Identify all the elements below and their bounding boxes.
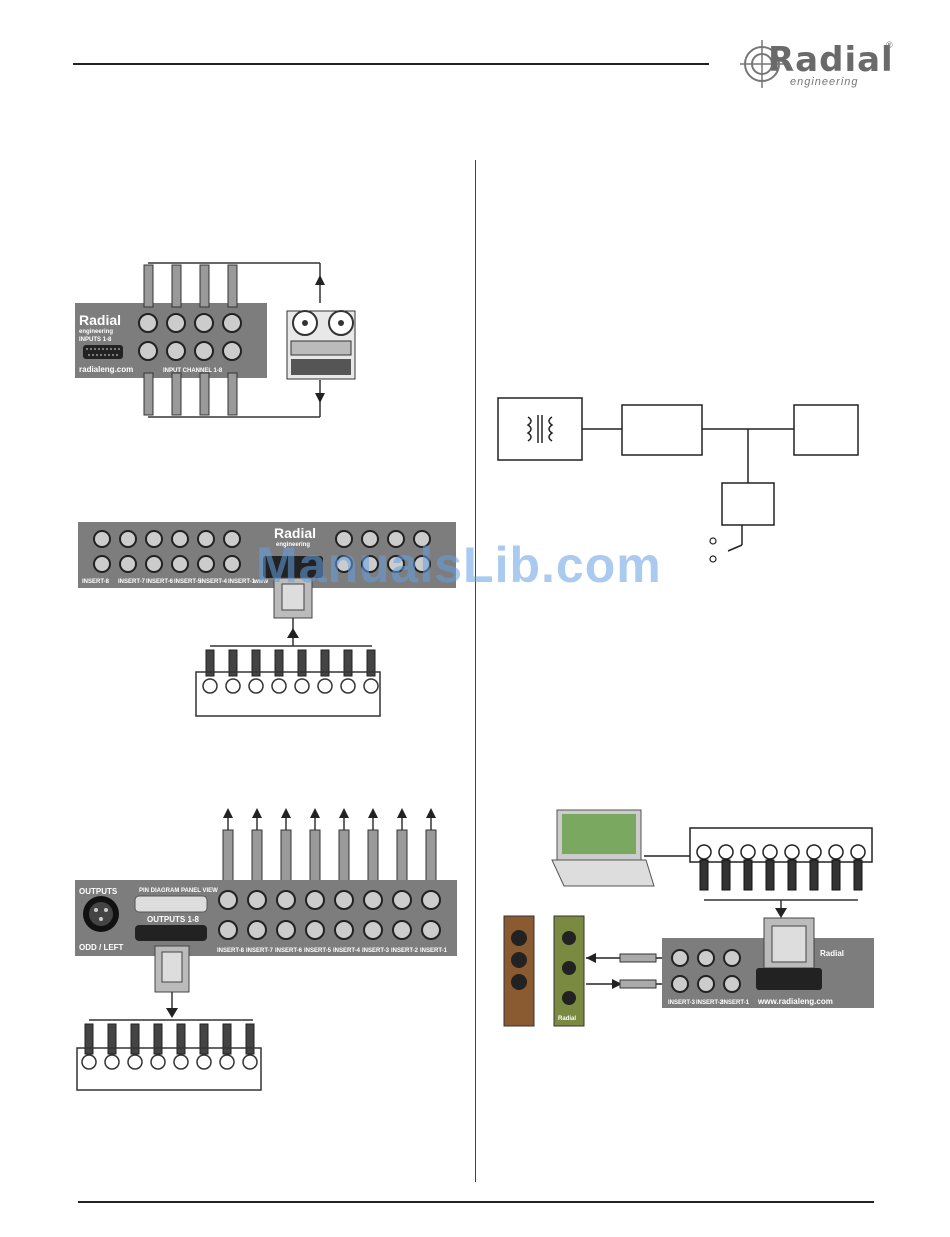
fig3-insert-label: INSERT-8 <box>217 948 245 954</box>
fig1-inputs-label: INPUTS 1-8 <box>79 337 112 343</box>
fig3-insert-label: INSERT-7 <box>246 948 274 954</box>
fig5-panel-brand: Radial <box>820 949 844 958</box>
figure-block-diagram <box>496 395 862 570</box>
fig2-panel-brand: Radial <box>274 525 316 541</box>
logo-trademark: ® <box>886 40 893 50</box>
column-divider <box>475 160 476 1182</box>
fig2-insert-label: INSERT-6 <box>146 579 174 585</box>
fig3-insert-label: INSERT-3 <box>362 948 390 954</box>
radial-logo: Radial ® engineering <box>738 36 898 92</box>
fig2-insert-label: INSERT-1 <box>228 579 256 585</box>
fig5-module-brand: Radial <box>558 1016 576 1022</box>
fig2-insert-label: INSERT-4 <box>200 579 228 585</box>
fig2-insert-label: INSERT-5 <box>174 579 202 585</box>
fig3-insert-label: INSERT-2 <box>391 948 419 954</box>
fig5-insert-label: INSERT-2 <box>696 1000 724 1006</box>
fig1-channel-label: INPUT CHANNEL 1-8 <box>163 368 223 374</box>
fig3-insert-label: INSERT-1 <box>420 948 448 954</box>
fig3-outputs-label: OUTPUTS <box>79 887 118 896</box>
figure-outputs: OUTPUTS ODD / LEFT PIN DIAGRAM PANEL VIE… <box>75 802 457 1092</box>
fig3-insert-label: INSERT-5 <box>304 948 332 954</box>
figure-laptop-500: Radial Radial INSERT-3 INSERT-2 INSERT-1… <box>502 808 876 1030</box>
footer-rule <box>78 1201 874 1203</box>
fig3-insert-label: INSERT-4 <box>333 948 361 954</box>
logo-crosshair-icon <box>740 40 784 88</box>
fig1-panel-brand: Radial <box>79 312 121 328</box>
fig2-url: www <box>253 579 268 585</box>
fig2-insert-label: INSERT-7 <box>118 579 146 585</box>
fig5-insert-label: INSERT-1 <box>722 1000 750 1006</box>
fig3-outputs-18: OUTPUTS 1-8 <box>147 915 200 924</box>
fig5-url: www.radialeng.com <box>757 997 833 1006</box>
logo-brand: Radial <box>768 40 894 80</box>
figure-tape-machine: Radial engineering INPUTS 1-8 radialeng.… <box>75 255 370 425</box>
fig1-panel-brand-sub: engineering <box>79 329 113 335</box>
fig3-xlr-label: ODD / LEFT <box>79 943 124 952</box>
figure-db25-to-jacks: Radial engineering INSERT-8 INSERT-7 INS… <box>78 522 456 718</box>
logo-subtext: engineering <box>790 76 859 88</box>
fig1-url: radialeng.com <box>79 365 133 374</box>
fig3-insert-label: INSERT-6 <box>275 948 303 954</box>
fig2-insert-label: INSERT-8 <box>82 579 110 585</box>
fig2-panel-brand-sub: engineering <box>276 542 310 548</box>
watermark-text: ManualsLib.com <box>256 537 662 593</box>
fig5-insert-label: INSERT-3 <box>668 1000 696 1006</box>
fig3-pin-diagram: PIN DIAGRAM PANEL VIEW <box>139 888 218 894</box>
header-rule <box>73 63 709 65</box>
